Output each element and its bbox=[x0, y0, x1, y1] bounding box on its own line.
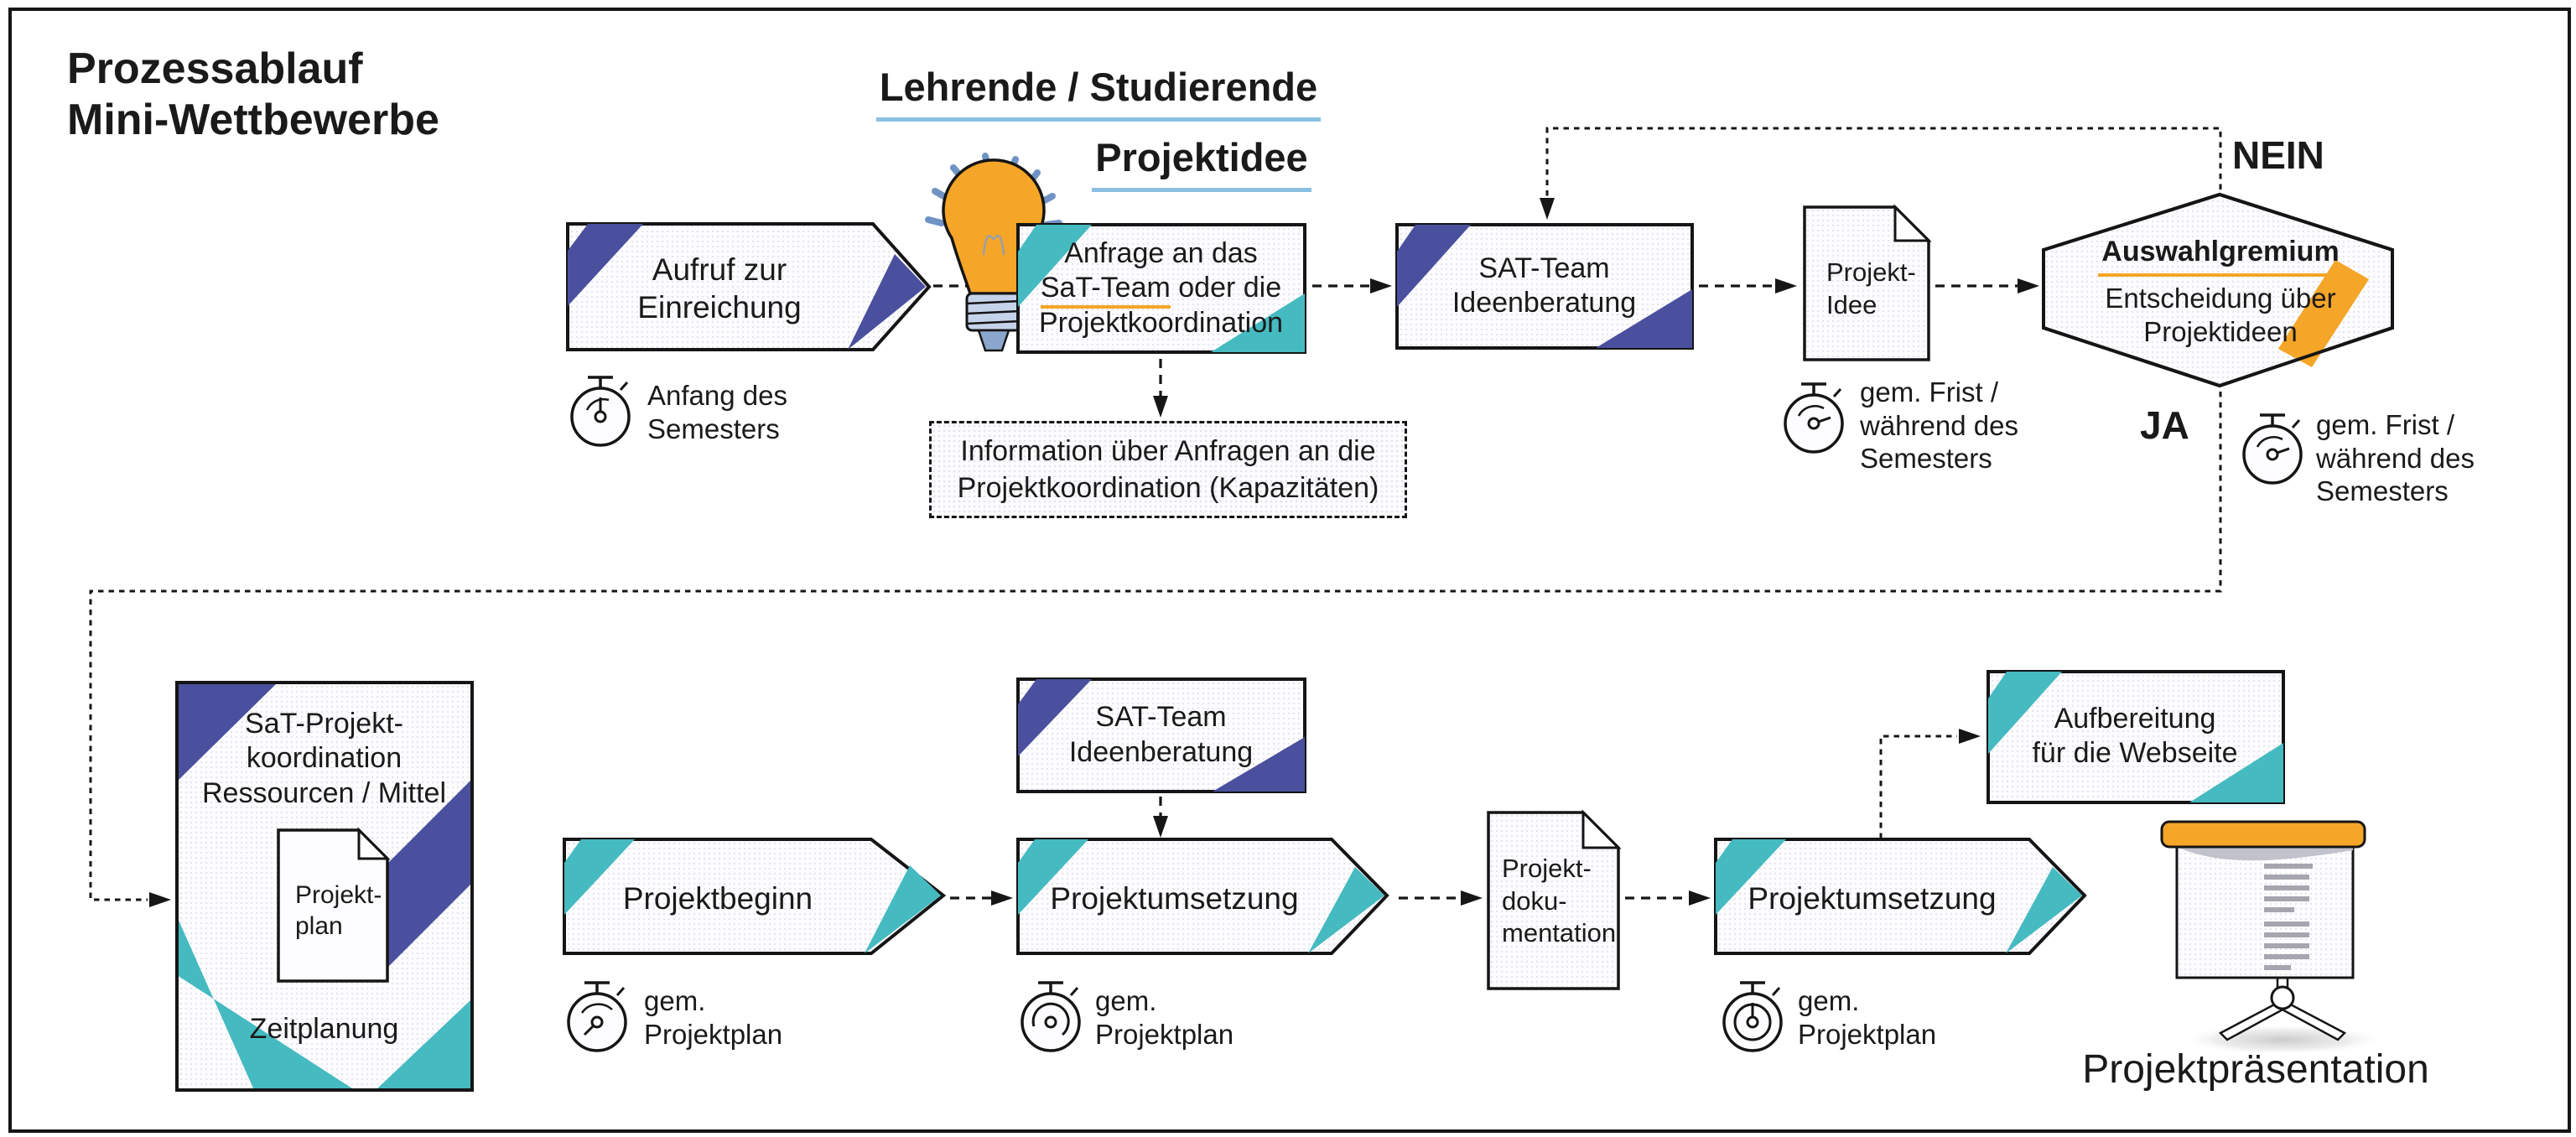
node-koordination-label: SaT-Projekt- koordination Ressourcen / M… bbox=[202, 707, 446, 809]
stopwatch-icon-5 bbox=[1021, 981, 1081, 1052]
document-doku-label: Projekt- doku- mentation bbox=[1502, 853, 1617, 948]
flipchart-icon bbox=[2160, 820, 2385, 1055]
stopwatch-icon-3 bbox=[2242, 413, 2303, 485]
node-projektbeginn-shape bbox=[563, 838, 947, 955]
stopwatch-icon-4 bbox=[567, 981, 627, 1052]
node-koordination-footer: Zeitplanung bbox=[249, 1013, 399, 1046]
node-webseite-shape bbox=[1987, 670, 2285, 804]
node-anfrage-label: Anfrage an das SaT-Team oder die Projekt… bbox=[1038, 236, 1284, 339]
node-projektumsetzung2-shape bbox=[1714, 838, 2087, 955]
node-aufruf-shape bbox=[566, 222, 932, 351]
outer-border bbox=[8, 8, 2571, 1133]
timer-label-5: gem.Projektplan bbox=[1095, 985, 1234, 1050]
document-projektplan-label: Projekt-plan bbox=[295, 880, 382, 941]
node-projektbeginn-label: Projektbeginn bbox=[622, 880, 813, 916]
node-satteam-bottom-shape bbox=[1016, 678, 1306, 793]
node-projektumsetzung2-label: Projektumsetzung bbox=[1748, 880, 1997, 916]
document-projektidee-label: Projekt-Idee bbox=[1826, 257, 1916, 319]
header-actors: Lehrende / Studierende bbox=[872, 64, 1325, 122]
decision-yes-label: JA bbox=[2140, 403, 2189, 447]
node-anfrage-shape bbox=[1016, 223, 1306, 354]
stopwatch-icon-2 bbox=[1784, 382, 1844, 454]
node-satteam-top-shape bbox=[1395, 223, 1694, 350]
timer-label-4: gem.Projektplan bbox=[644, 985, 783, 1050]
document-icon-doku bbox=[1487, 809, 1622, 990]
timer-label-6: gem.Projektplan bbox=[1798, 985, 1937, 1050]
node-auswahlgremium-label: Auswahlgremium Entscheidung über Projekt… bbox=[2059, 233, 2382, 350]
decision-no-label: NEIN bbox=[2232, 133, 2324, 177]
header-projektidee: Projektidee bbox=[1006, 134, 1397, 192]
node-projektumsetzung1-label: Projektumsetzung bbox=[1050, 880, 1299, 916]
node-auswahlgremium-shape bbox=[2042, 192, 2394, 388]
stopwatch-icon-6 bbox=[1722, 981, 1783, 1052]
info-note: Information über Anfragen an die Projekt… bbox=[929, 421, 1407, 518]
node-projektumsetzung1-shape bbox=[1016, 838, 1389, 955]
document-icon-projektidee bbox=[1803, 204, 1932, 361]
stopwatch-icon-1 bbox=[570, 376, 631, 447]
praesentation-caption: Projektpräsentation bbox=[2082, 1047, 2429, 1092]
document-icon-projektplan bbox=[277, 827, 391, 983]
